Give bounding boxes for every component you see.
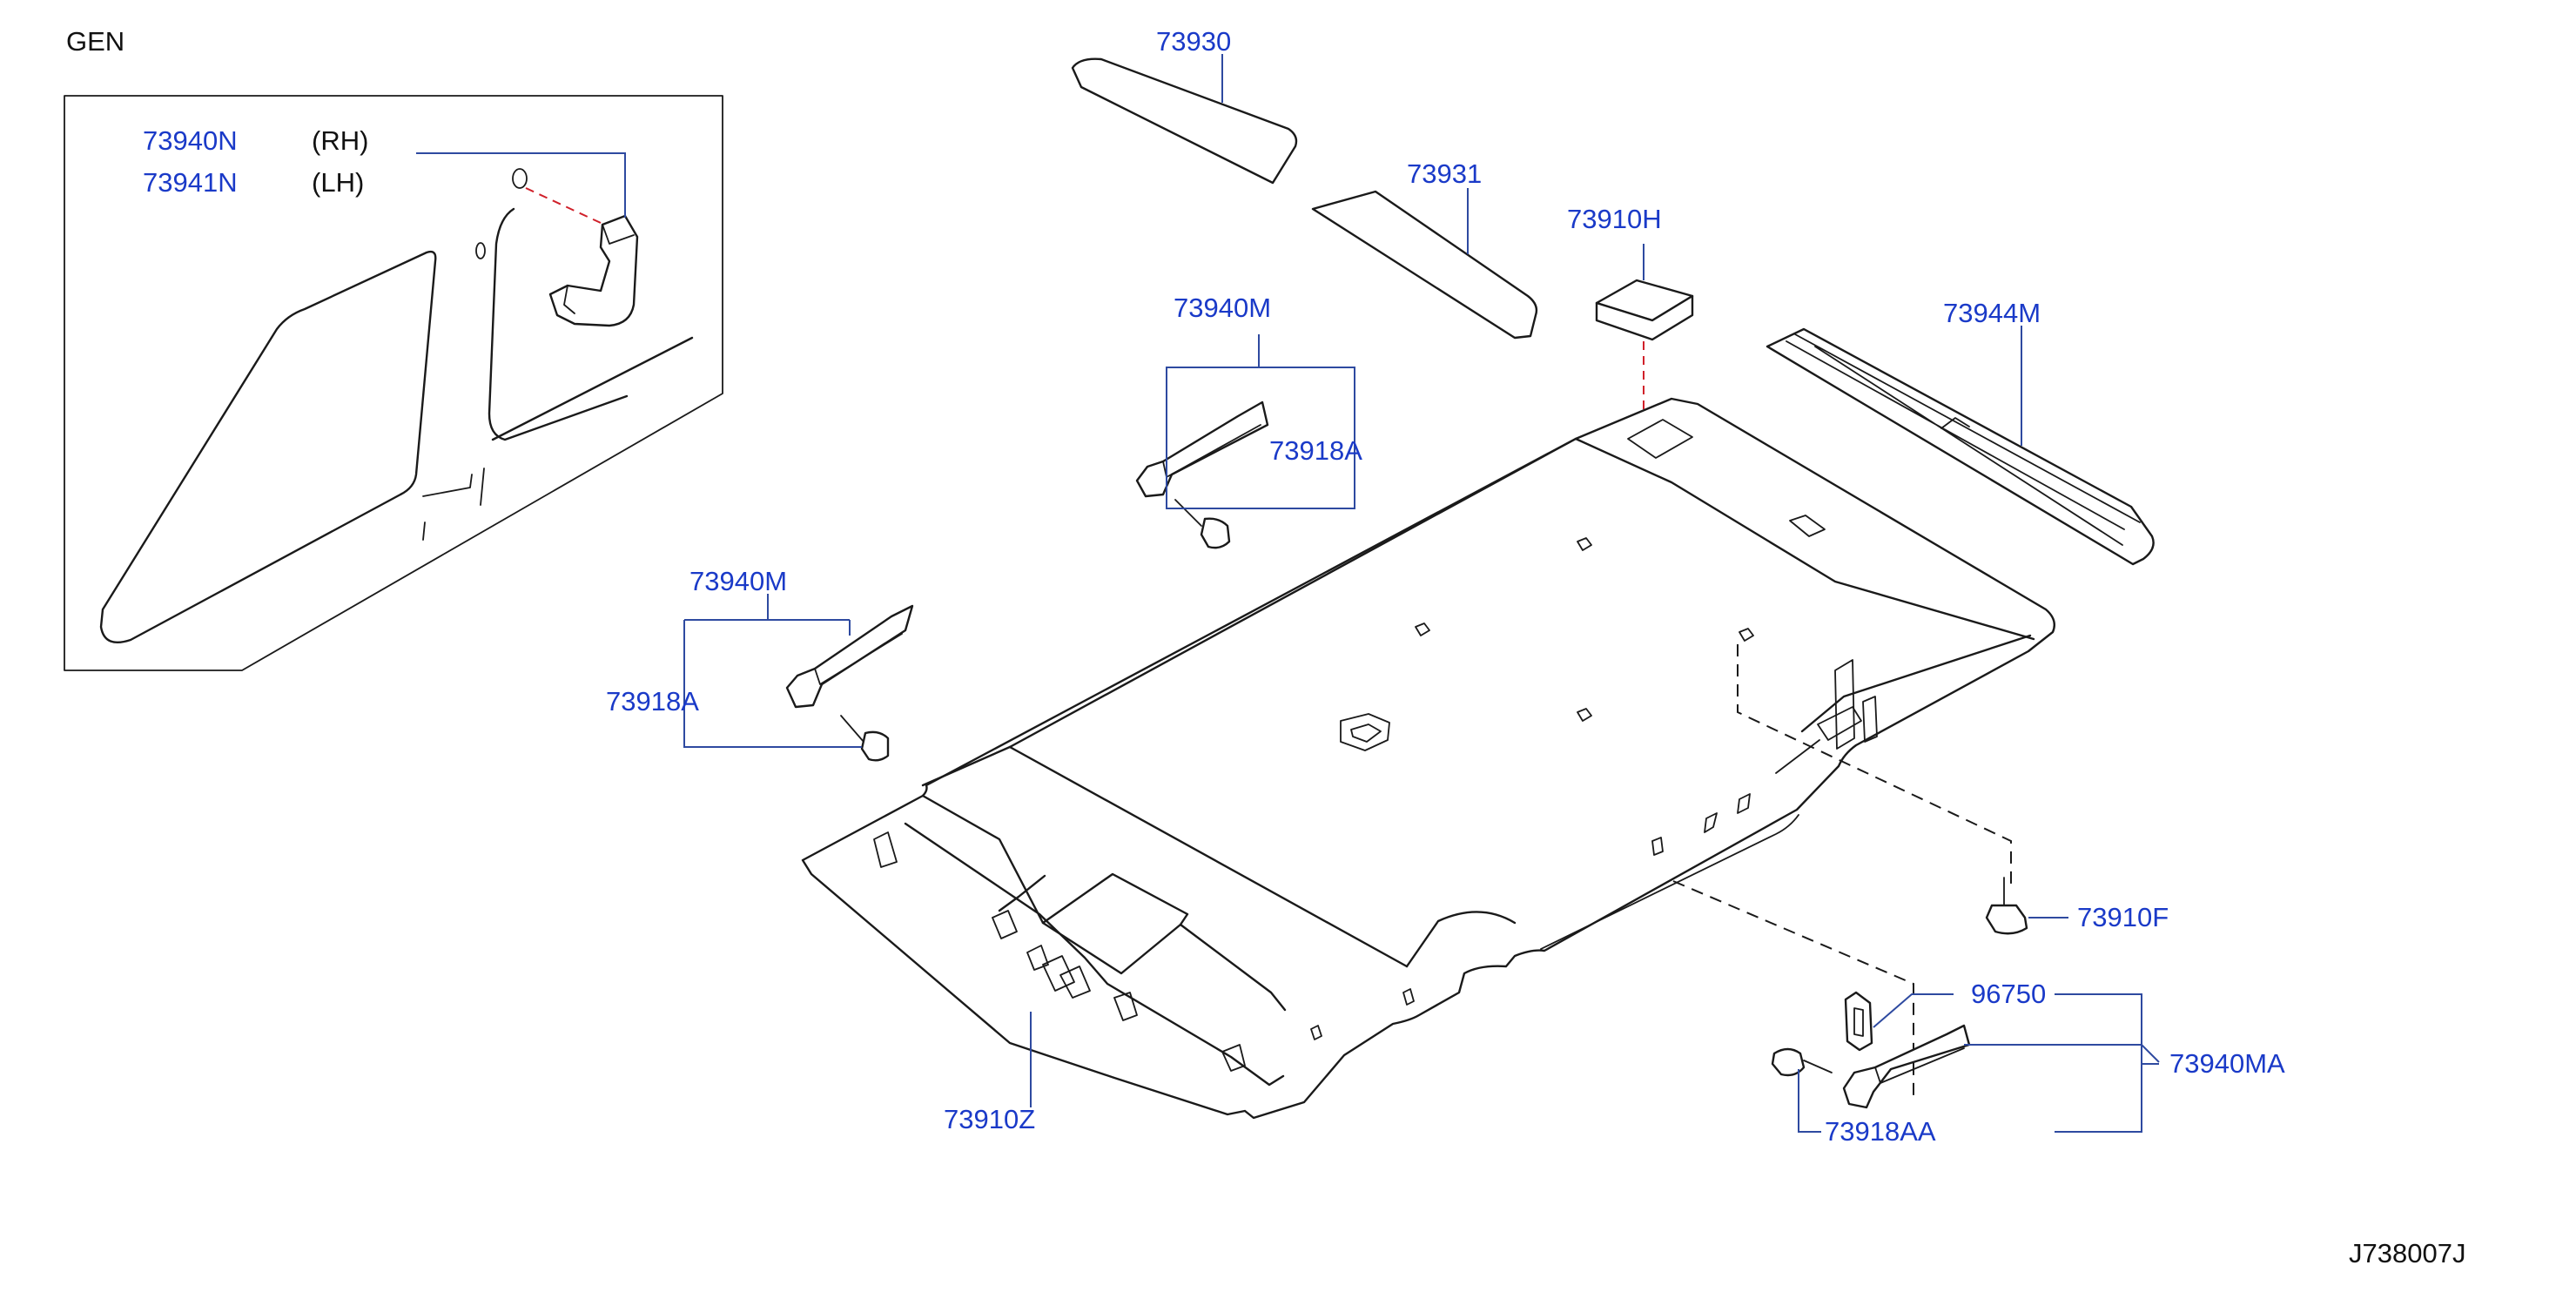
- grip-assist-group: 96750 73940MA 73918AA: [1771, 979, 2285, 1147]
- label-73910Z: 73910Z: [944, 1104, 1035, 1134]
- label-73940N: 73940N: [143, 125, 238, 156]
- inset-roof-edge: [491, 336, 694, 441]
- headlining-inner-edge: [1817, 706, 1862, 741]
- grip-assist-handle: [1842, 1024, 1971, 1109]
- headlining-hidden-line-grip: [1672, 880, 1914, 1099]
- clip-aa-shaft: [1803, 1060, 1833, 1073]
- label-lh: (LH): [312, 167, 364, 198]
- inset-hidden-link: [525, 187, 602, 224]
- sunvisor-73931-shape: [1311, 190, 1538, 340]
- bracket-left: [683, 619, 862, 748]
- rail-body: [1766, 327, 2155, 566]
- rail-73944M: 73944M: [1766, 298, 2155, 566]
- bracket-96750: [1844, 991, 1873, 1052]
- grip-upper-screw-head: [1200, 517, 1231, 549]
- grip-upper-handle: [1135, 400, 1269, 498]
- label-rh: (RH): [312, 125, 368, 156]
- section-title: GEN: [66, 26, 124, 57]
- clip-f-body: [1985, 904, 2028, 935]
- clip-73910F: 73910F: [1985, 877, 2169, 935]
- inset-quarter-window: [99, 250, 437, 644]
- inset-grip-handle: [548, 214, 639, 327]
- rail-ribs: [1786, 333, 2141, 546]
- bracket-73940MA: [1964, 993, 2160, 1133]
- headlining-side-tabs: [1704, 793, 1751, 833]
- pad-side: [1595, 294, 1694, 341]
- headlining-small-holes: [1415, 537, 1754, 722]
- headlining-side-trim: [1800, 634, 2032, 733]
- headlining-side-detail: [1834, 659, 1878, 750]
- bracket-upper: [1166, 367, 1355, 509]
- headlining-slot: [1789, 515, 1826, 537]
- headlining-lamp-area: [1041, 872, 1189, 975]
- label-73931: 73931: [1407, 158, 1482, 189]
- label-73940MA: 73940MA: [2169, 1048, 2285, 1079]
- inset-mount-hole: [512, 168, 528, 189]
- inset-grip-detail: [563, 224, 635, 314]
- grip-left-group: 73940M 73918A: [606, 566, 914, 762]
- label-73941N: 73941N: [143, 167, 238, 198]
- headlining-right-edge: [1405, 911, 1517, 968]
- label-73918A-left: 73918A: [606, 686, 699, 717]
- grip-upper-group: 73940M 73918A: [1135, 293, 1362, 549]
- headlining-dome-cutout: [1340, 713, 1390, 751]
- inset-trim: [422, 468, 485, 541]
- label-73910H: 73910H: [1567, 204, 1662, 234]
- grip-left-screw-head: [860, 730, 890, 762]
- grip-assist-detail: [1874, 1047, 1965, 1084]
- label-73940M-upper: 73940M: [1174, 293, 1271, 323]
- headlining-side-edge: [1574, 437, 2035, 641]
- grip-left-handle: [785, 604, 914, 709]
- label-96750: 96750: [1971, 979, 2046, 1009]
- leader-96750: [1873, 993, 1954, 1028]
- label-73940M-left: 73940M: [689, 566, 787, 596]
- inset-panel: 73940N (RH) 73941N (LH): [64, 95, 723, 671]
- grip-left-screw-shaft: [840, 715, 864, 743]
- headlining-hidden-line-f: [1737, 644, 2012, 885]
- inset-hole: [475, 242, 486, 259]
- label-73944M: 73944M: [1943, 298, 2041, 328]
- headlining-rear-edge: [1008, 745, 1409, 968]
- label-73918A-upper: 73918A: [1269, 435, 1362, 466]
- label-73910F: 73910F: [2077, 902, 2169, 932]
- label-73930: 73930: [1156, 26, 1231, 57]
- headlining-73910Z: 73910Z: [801, 397, 2055, 1134]
- clip-aa-head: [1771, 1047, 1806, 1077]
- headlining-side-trim-2: [1540, 739, 1820, 950]
- sunvisor-73930: 73930: [1071, 26, 1298, 185]
- inset-frame: [64, 95, 723, 671]
- sunvisor-73930-shape: [1071, 57, 1298, 185]
- grip-left-detail: [814, 633, 903, 685]
- grip-upper-screw-shaft: [1174, 499, 1202, 527]
- bracket-96750-slot: [1853, 1007, 1864, 1037]
- headlining-front-inner: [904, 794, 1287, 1087]
- leader-73918AA: [1798, 1069, 1821, 1133]
- pad-73910H: 73910H: [1567, 204, 1694, 437]
- sunvisor-73931: 73931: [1311, 158, 1538, 340]
- diagram-code: J738007J: [2349, 1238, 2465, 1268]
- headlining-edge-holes: [1310, 837, 1664, 1040]
- rail-clip: [1940, 417, 1970, 429]
- label-73918AA: 73918AA: [1825, 1116, 1936, 1147]
- inset-leader: [416, 152, 626, 218]
- headlining-pad-recess: [1627, 419, 1693, 459]
- headlining-front-cutouts: [873, 831, 1246, 1072]
